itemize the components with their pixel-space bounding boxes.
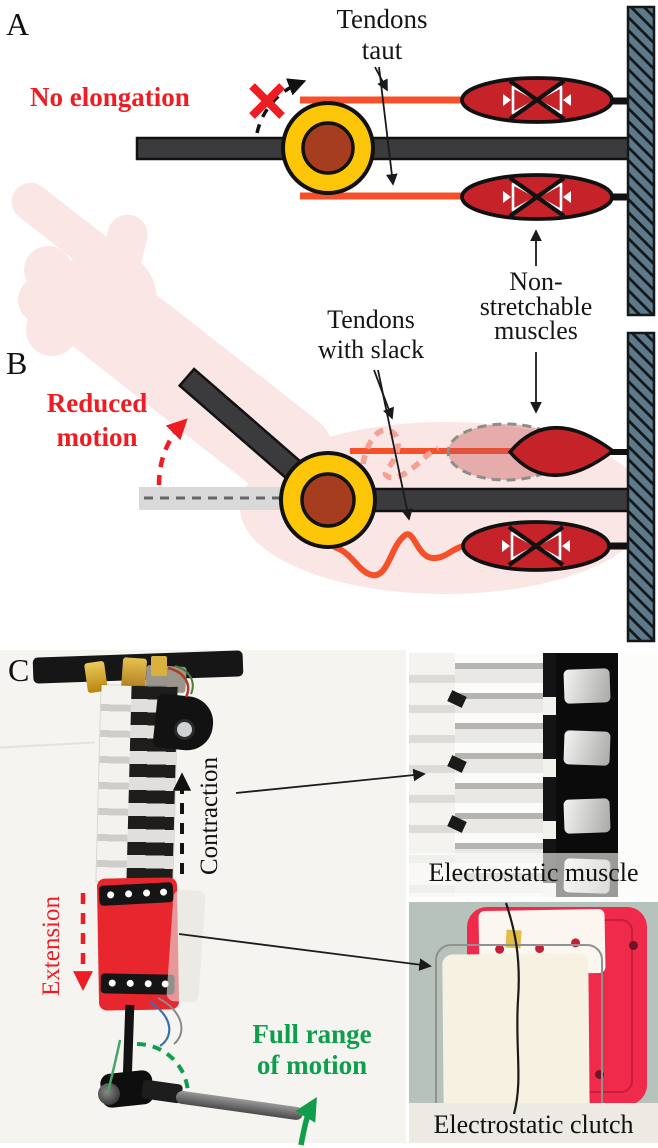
reduced-rotation-arrow [156, 418, 188, 486]
tendons-taut-label: Tendons taut [336, 4, 428, 65]
blocked-rotation-arrow [255, 78, 307, 134]
wall-b [626, 331, 656, 643]
electrostatic-muscle-caption: Electrostatic muscle [428, 858, 639, 887]
terminal-gold-right [151, 656, 167, 676]
tendons-slack-pointer-arrows [373, 369, 413, 521]
clutch-strap-top [98, 882, 174, 906]
clutch-inset-photo [409, 902, 658, 1143]
panel-a-label: A [6, 6, 30, 42]
no-elongation-label: No elongation [30, 82, 190, 112]
background-crease [0, 741, 95, 749]
electrostatic-clutch-caption: Electrostatic clutch [433, 1110, 634, 1139]
tendon-lower-b-wavy [332, 531, 465, 579]
full-range-of-motion-label: Full range of motion [252, 1019, 372, 1080]
diagram-canvas [11, 5, 656, 643]
panel-b-label: B [6, 345, 28, 381]
bone-bar-a [135, 136, 632, 161]
forearm-rod [175, 1090, 304, 1121]
muscle-caption-band [409, 853, 658, 897]
x-mark-icon [249, 83, 285, 119]
film-flap [166, 889, 206, 1003]
tendon-slack-ghost-squiggle [360, 427, 440, 481]
pulley-a [281, 101, 375, 195]
wall-a [626, 5, 656, 317]
muscle-upper-a [460, 76, 634, 124]
pulley-b [279, 451, 377, 549]
upper-rod [122, 1004, 135, 1082]
contraction-label: Contraction [196, 756, 223, 876]
panel-c-label: C [8, 652, 30, 688]
muscle-lower-a [460, 173, 634, 221]
elbow-cap [98, 1083, 120, 1105]
tendons-with-slack-label: Tendons with slack [317, 305, 425, 364]
muscle-inset-photo [409, 653, 658, 897]
bracket-screw [174, 719, 195, 740]
inset-gap-column [543, 653, 556, 897]
muscle-lower-b [461, 520, 634, 572]
clutch-strap-bottom [100, 973, 175, 995]
clutch-caption-band [409, 1103, 658, 1143]
extension-label: Extension [38, 896, 65, 996]
robot-photo [0, 650, 406, 1143]
reduced-motion-label: Reduced motion [46, 388, 148, 452]
tendons-taut-pointer-arrows [374, 66, 398, 186]
non-stretchable-muscles-label: Non- stretchable muscles [479, 267, 593, 345]
